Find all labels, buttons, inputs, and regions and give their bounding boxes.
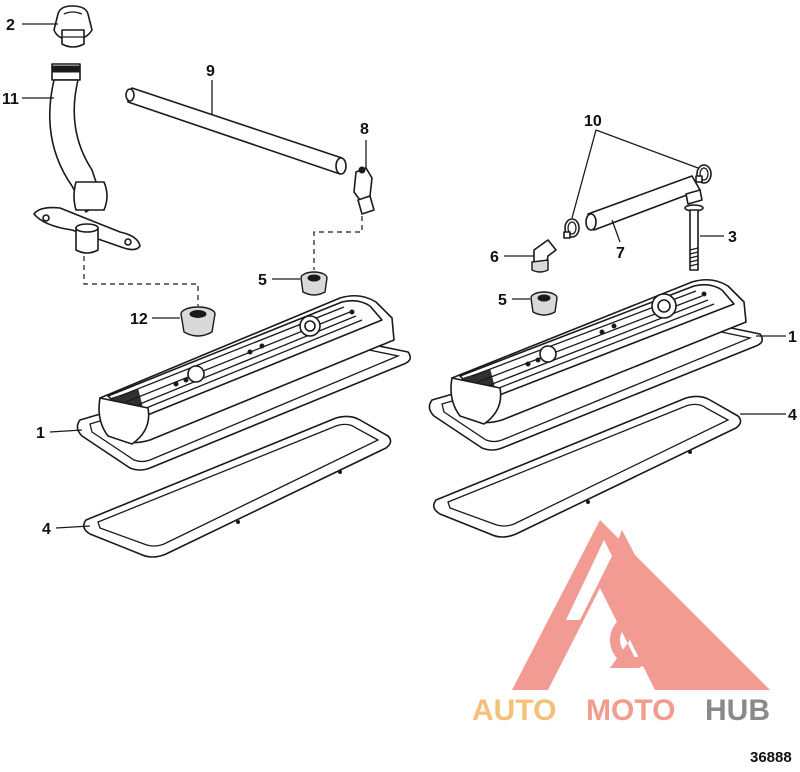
callout-4-right: 4 [788,407,797,424]
watermark-text-hub: HUB [705,694,770,727]
watermark-triangle-mark [512,520,770,690]
callout-8: 8 [360,121,369,138]
part-elbow-fitting [531,239,557,273]
callout-5-right: 5 [498,292,507,309]
watermark-g-ring [610,613,664,667]
part-hose-clamp-left [563,218,580,239]
watermark-m-stroke [616,530,700,680]
part-grommet-12 [180,306,216,337]
part-breather-hose-right [585,175,701,231]
callout-4-left: 4 [42,521,51,538]
callout-10: 10 [584,113,602,130]
callout-12: 12 [130,311,148,328]
part-valve-cover-gasket-left [82,415,392,558]
part-hose-clamp-right [695,164,712,184]
part-bolt [684,189,704,271]
part-grommet-left [300,271,328,296]
watermark-logo [512,520,770,690]
callout-1-right: 1 [788,329,797,346]
watermark-inner-notch [560,600,618,676]
callout-3: 3 [728,229,737,246]
leader-lines [22,23,786,529]
callout-7: 7 [616,245,625,262]
part-oil-filler-cap [53,5,93,48]
callout-9: 9 [206,63,215,80]
alignment-lines [83,216,363,306]
part-oil-filler-tube [33,63,141,254]
part-valve-cover-right [428,278,764,451]
watermark-text-auto: AUTO [472,694,556,727]
part-breather-hose [125,87,347,175]
watermark-text-moto: MOTO [586,694,675,727]
figure-number: 36888 [750,749,792,766]
callout-6: 6 [490,249,499,266]
part-valve-cover-left [76,294,412,471]
callout-2: 2 [6,17,15,34]
callout-11: 11 [2,91,19,108]
part-pcv-valve [353,166,375,215]
callout-5-left: 5 [258,272,267,289]
part-valve-cover-gasket-right [432,395,742,538]
part-grommet-right [530,291,558,316]
callout-1-left: 1 [36,425,45,442]
